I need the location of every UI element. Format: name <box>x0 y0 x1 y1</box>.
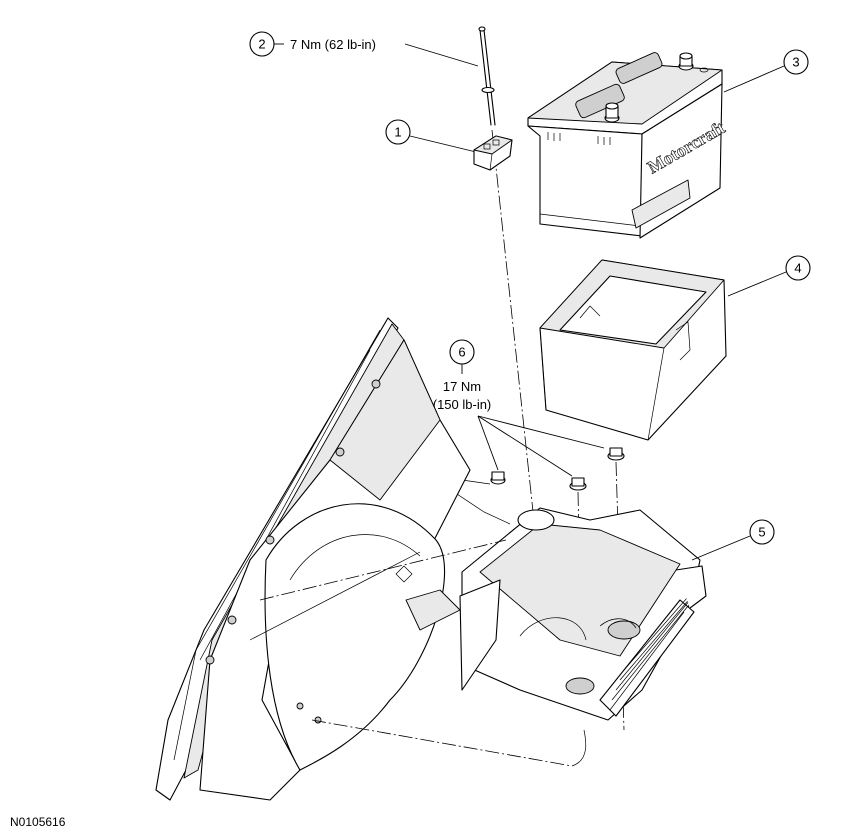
callout-2: 2 7 Nm (62 lb-in) <box>249 31 479 67</box>
callout-2-number: 2 <box>258 37 265 52</box>
callout-6-torque-lbin: (150 lb-in) <box>433 397 492 412</box>
callout-5-number: 5 <box>758 525 765 540</box>
callout-3-circle <box>783 49 809 75</box>
hold-down-clamp <box>473 135 513 171</box>
callout-5: 5 <box>691 519 775 561</box>
hold-down-bolt <box>478 26 536 531</box>
callout-4-circle <box>785 255 811 281</box>
callout-3-leader <box>723 65 785 93</box>
callout-1-circle <box>385 119 411 145</box>
callout-1: 1 <box>385 119 477 153</box>
callout-5-circle <box>749 519 775 545</box>
callout-4-number: 4 <box>794 261 801 276</box>
fender-apron-structure <box>155 317 587 801</box>
callout-3-number: 3 <box>792 55 799 70</box>
callout-5-leader <box>691 535 751 561</box>
callout-1-leader <box>409 135 477 153</box>
figure-id: N0105616 <box>10 815 66 829</box>
callout-6-torque-nm: 17 Nm <box>443 379 481 394</box>
callout-4-leader <box>727 271 787 297</box>
callout-3: 3 <box>723 49 809 93</box>
callout-2-leader <box>404 43 479 67</box>
battery-tray <box>459 507 707 721</box>
battery-insulator <box>539 259 727 441</box>
battery: Motorcraft <box>527 52 728 239</box>
callout-6: 6 17 Nm (150 lb-in) <box>433 339 605 477</box>
callout-4: 4 <box>727 255 811 297</box>
callout-2-torque: 7 Nm (62 lb-in) <box>290 37 376 52</box>
callout-1-number: 1 <box>394 125 401 140</box>
callout-6-number: 6 <box>458 345 465 360</box>
